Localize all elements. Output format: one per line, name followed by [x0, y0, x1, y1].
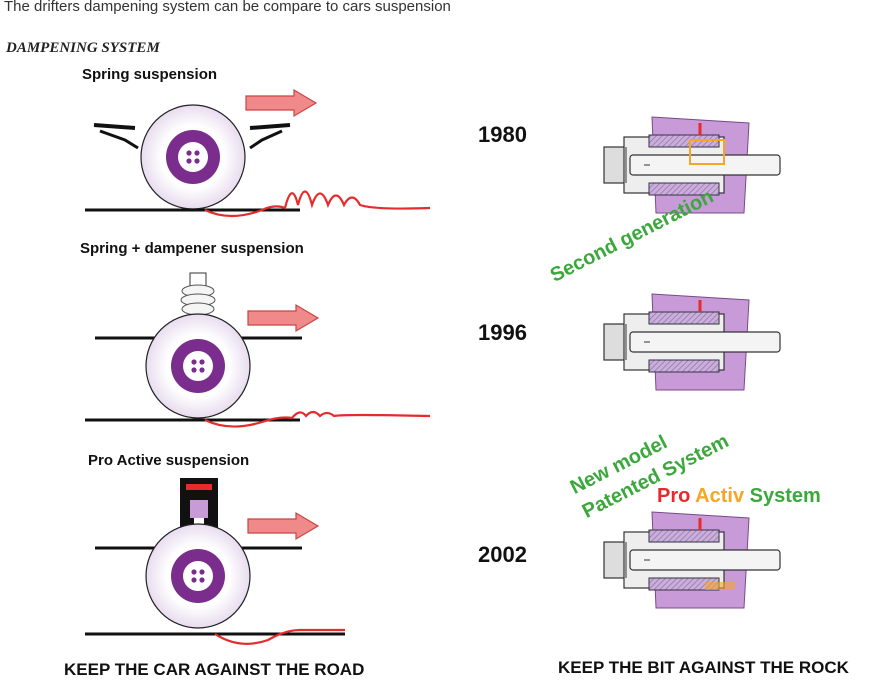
response-curve: [214, 628, 345, 645]
year-1980: 1980: [478, 122, 527, 147]
wheel-icon: [145, 523, 251, 629]
system-word: System: [749, 485, 821, 507]
activ-word: Activ: [695, 485, 745, 507]
spring-dampener-label: Spring + dampener suspension: [80, 240, 304, 257]
section-title: DAMPENING SYSTEM: [6, 40, 160, 56]
arrow-icon: [247, 512, 319, 540]
bit-footer: KEEP THE BIT AGAINST THE ROCK: [558, 658, 849, 677]
year-1996: 1996: [478, 320, 527, 345]
spring-suspension-label: Spring suspension: [82, 66, 218, 83]
response-curve: [204, 190, 431, 218]
car-footer: KEEP THE CAR AGAINST THE ROAD: [64, 660, 365, 679]
pro-activ-system-label: Pro Activ System: [657, 485, 821, 508]
year-2002: 2002: [478, 542, 527, 567]
bit-1996-diagram: [602, 292, 782, 392]
wheel-icon: [145, 313, 251, 419]
car-spring-dampener-suspension: [85, 272, 431, 428]
arrow-icon: [247, 304, 319, 332]
car-spring-suspension: [85, 89, 431, 218]
arrow-icon: [245, 89, 317, 117]
pro-word: Pro: [657, 485, 691, 507]
intro-text: The drifters dampening system can be com…: [4, 0, 451, 15]
car-pro-active-suspension: [85, 478, 345, 645]
bit-2002-diagram: [602, 510, 782, 610]
pro-active-label: Pro Active suspension: [88, 452, 250, 469]
response-curve: [204, 410, 431, 428]
wheel-icon: [140, 104, 246, 210]
